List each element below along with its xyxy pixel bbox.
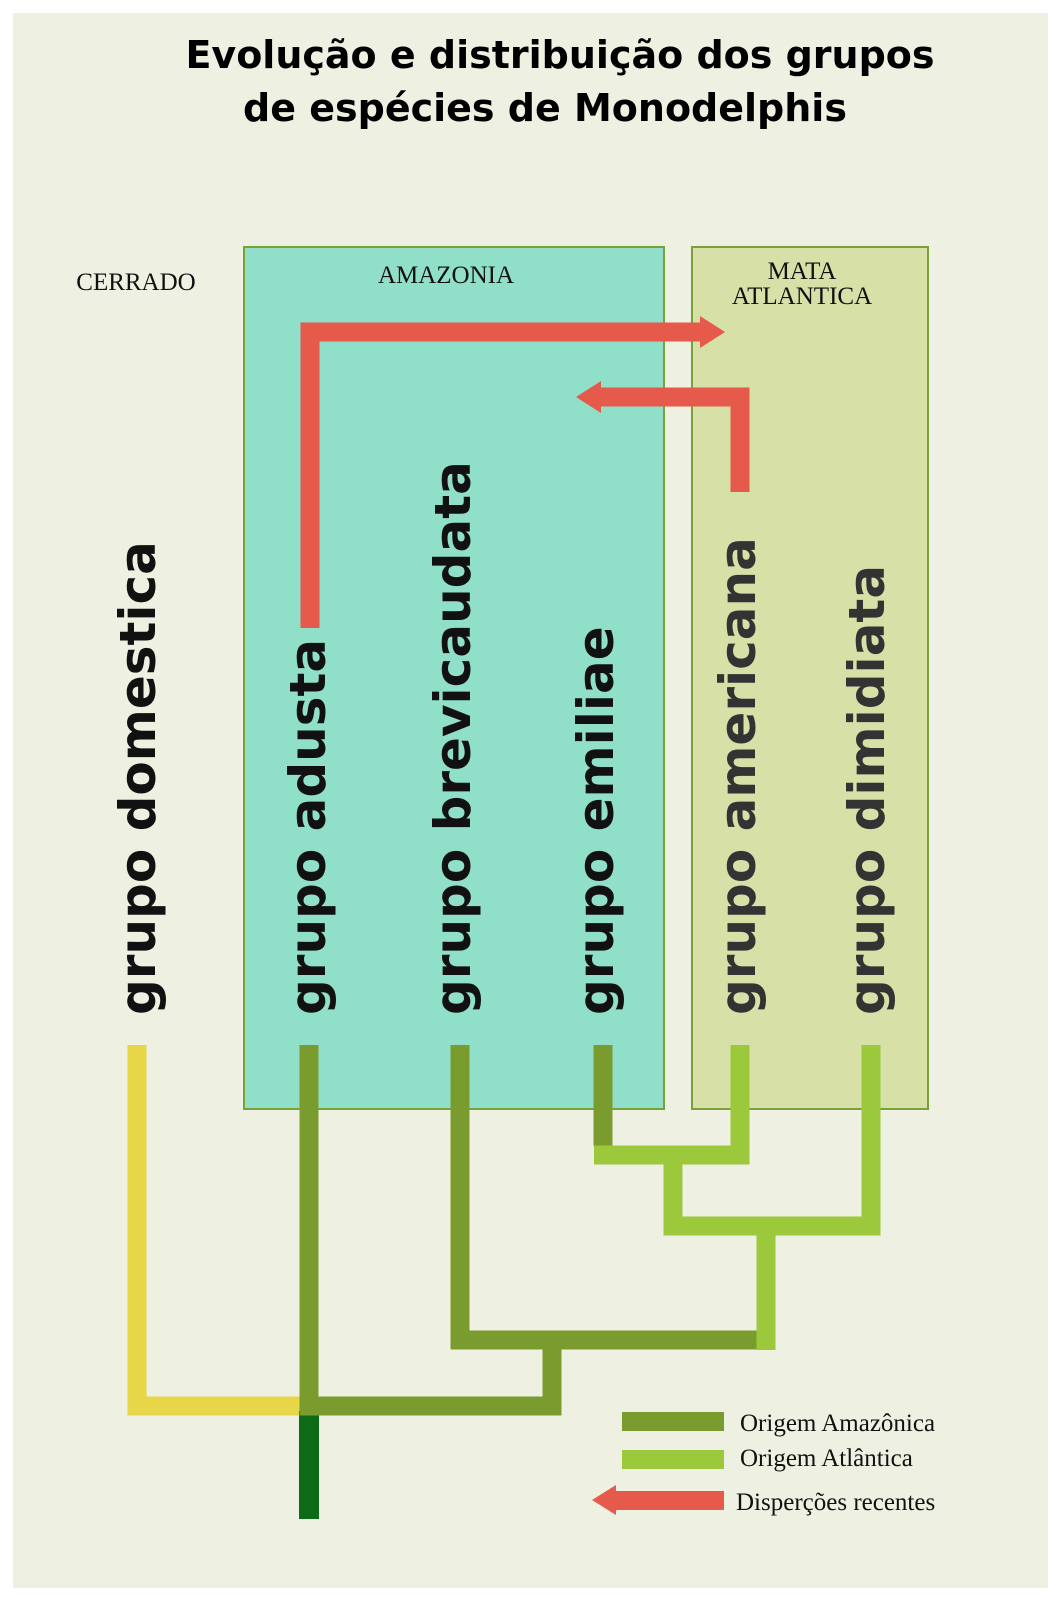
root-branch [299, 1411, 319, 1519]
cerrado-label: CERRADO [76, 269, 195, 296]
group-emiliae-label: grupo emiliae [567, 626, 625, 1015]
group-brevicaudata-label: grupo brevicaudata [424, 461, 482, 1015]
mata-label-line-1: MATA [768, 258, 837, 285]
mata-atlantica-region-box [691, 246, 929, 1110]
adusta-dispersal-arrowhead [700, 316, 725, 348]
adusta-dispersal-line [300, 322, 703, 628]
title-line-2: de espécies de Monodelphis [243, 86, 847, 130]
legend-amazonica-swatch [622, 1412, 724, 1431]
americana-branch [594, 1045, 750, 1165]
title-line-1: Evolução e distribuição dos grupos [185, 33, 934, 77]
group-adusta-label: grupo adusta [279, 639, 337, 1015]
legend-amazonica-label: Origem Amazônica [740, 1410, 935, 1437]
group-americana-label: grupo americana [709, 537, 767, 1015]
amazonia-label: AMAZONIA [378, 262, 514, 289]
americana-dispersal-line [598, 387, 750, 492]
group-dimidiata-label: grupo dimidiata [838, 565, 896, 1015]
group-domestica-label: grupo domestica [109, 541, 167, 1015]
americana-dispersal-arrowhead [576, 381, 601, 413]
legend-atlantica-label: Origem Atlântica [740, 1445, 913, 1472]
mata-label-line-2: ATLANTICA [732, 283, 872, 310]
legend-dispersao-arrowhead [592, 1485, 616, 1515]
adusta-branch [299, 1045, 562, 1416]
legend-dispersao-swatch [614, 1491, 724, 1510]
legend-dispersao-label: Disperções recentes [736, 1489, 935, 1516]
domestica-branch [127, 1045, 309, 1416]
legend-atlantica-swatch [622, 1450, 724, 1469]
brevicaudata-branch [450, 1045, 760, 1350]
